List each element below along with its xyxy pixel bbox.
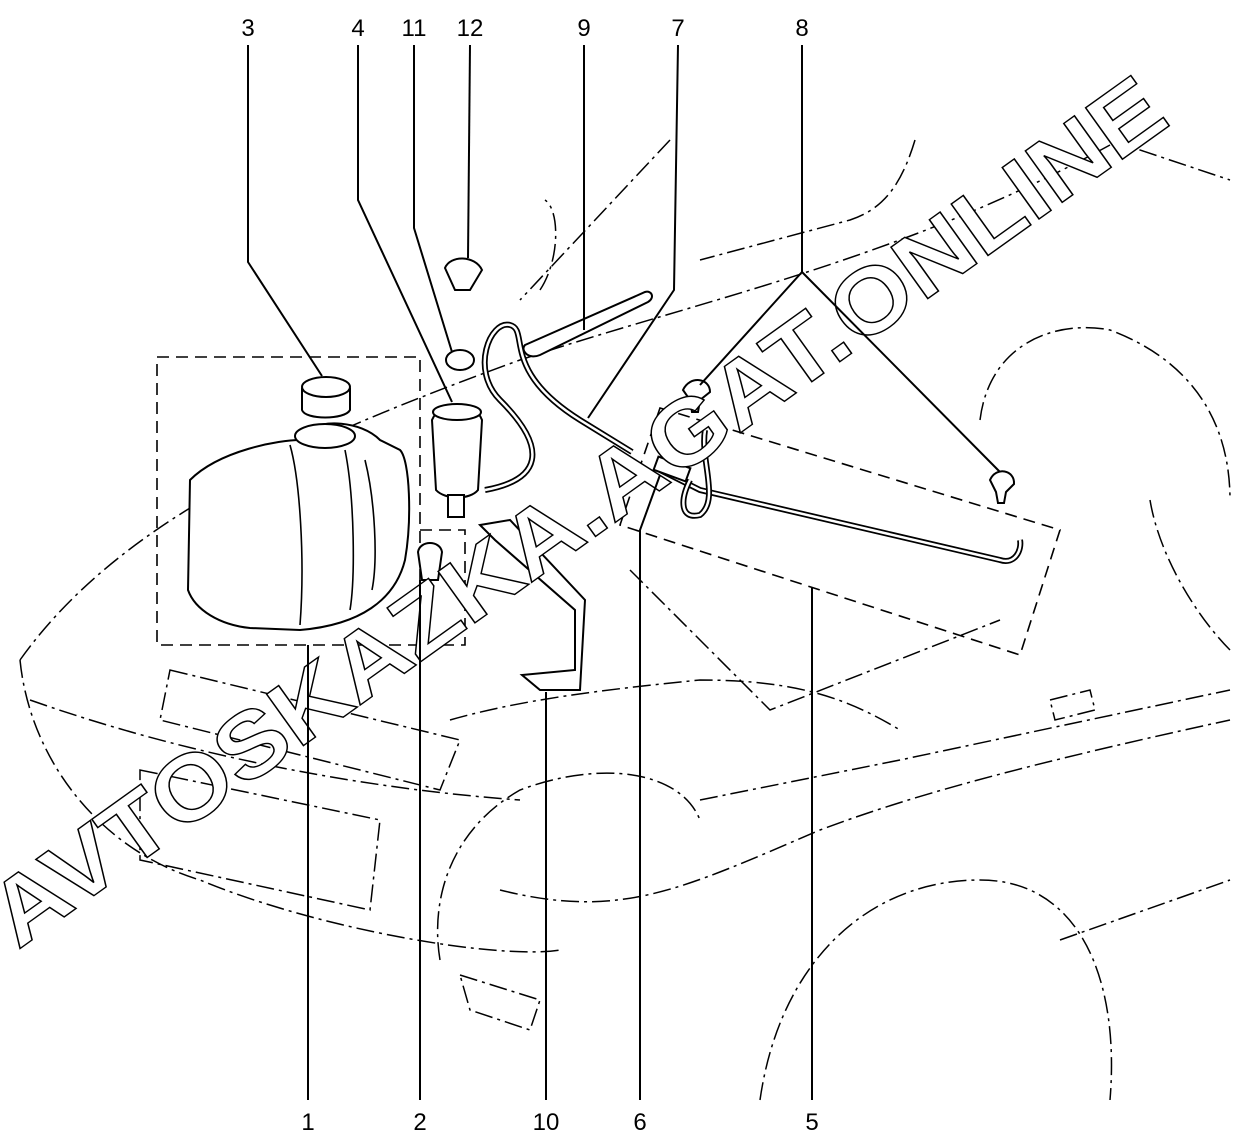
assembly-box-5 <box>618 407 1062 657</box>
tee-connector-6 <box>652 455 692 483</box>
callout-2: 2 <box>413 1109 426 1136</box>
assembly-box-1 <box>156 356 421 646</box>
callout-11: 11 <box>402 15 427 42</box>
callout-5: 5 <box>805 1109 818 1136</box>
callout-10: 10 <box>533 1109 560 1136</box>
callout-6: 6 <box>633 1109 646 1136</box>
callout-1: 1 <box>301 1109 314 1136</box>
hose-5 <box>658 429 1024 564</box>
assembly-box-1-extension <box>420 529 466 646</box>
washer-jet-8-right <box>988 470 1016 504</box>
washer-reservoir <box>186 422 411 632</box>
washer-jet-8-left <box>681 379 712 413</box>
watermark-text: AVTOSKAZKA.AGAT.ONLINE <box>0 57 1184 967</box>
clip-12 <box>443 257 484 291</box>
washer-pump <box>430 403 484 518</box>
callout-9: 9 <box>577 15 590 42</box>
car-body-outline <box>19 139 1231 1101</box>
grommet-11 <box>445 349 475 371</box>
grommet-2 <box>416 542 444 581</box>
callout-8: 8 <box>795 15 808 42</box>
bracket-10 <box>477 518 587 691</box>
callout-7: 7 <box>671 15 684 42</box>
callout-3: 3 <box>241 15 254 42</box>
hose-7 <box>481 321 634 493</box>
hose-holder-9 <box>522 290 653 358</box>
callout-4: 4 <box>351 15 364 42</box>
reservoir-cap <box>301 376 351 419</box>
callout-12: 12 <box>457 15 484 42</box>
leader-lines <box>247 44 1001 1100</box>
